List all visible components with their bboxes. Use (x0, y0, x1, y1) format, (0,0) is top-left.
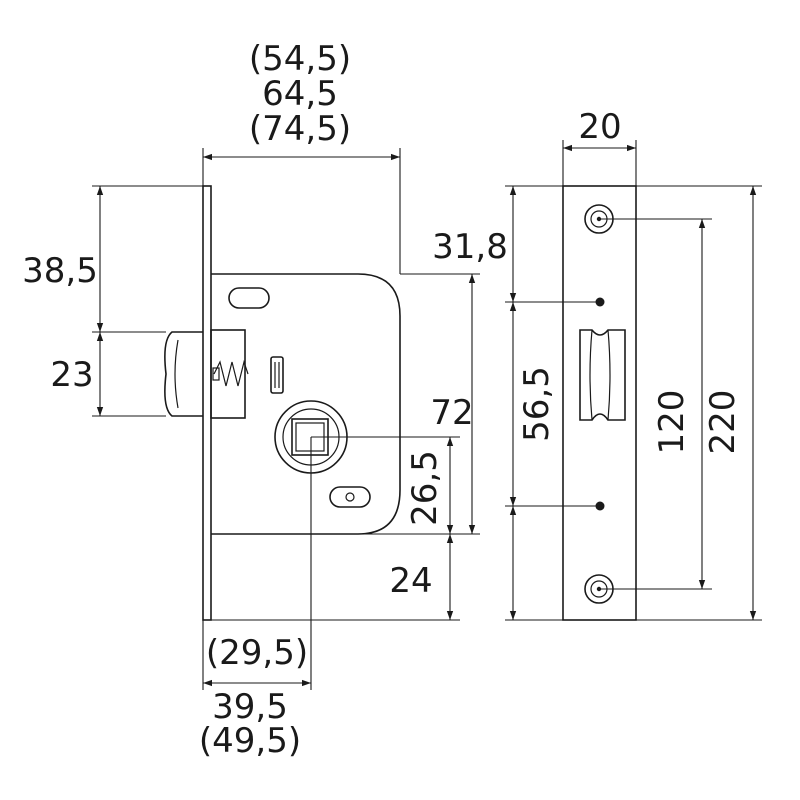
dim-backset-long: (74,5) (249, 109, 351, 149)
dim-follower-backset-long: (49,5) (199, 721, 301, 761)
forend-plate (202, 185, 212, 621)
dim-forend-height: 220 (703, 390, 743, 455)
dim-top-to-latch: 38,5 (22, 251, 98, 291)
forend-front-plate (562, 185, 637, 621)
dim-follower-backset: 39,5 (212, 687, 288, 727)
dim-case-top-offset: 31,8 (432, 227, 508, 267)
latch-bolt (164, 331, 203, 417)
forend-front-view (562, 185, 637, 621)
dim-backset: 64,5 (262, 74, 338, 114)
latch-opening (579, 329, 626, 421)
dim-case-height: 72 (430, 393, 473, 433)
dim-follower-height: 26,5 (405, 450, 445, 526)
upper-fixing-point (595, 297, 605, 307)
dim-backset-short: (54,5) (249, 39, 351, 79)
dim-screw-spacing: 120 (652, 390, 692, 455)
lower-fixing-point (595, 501, 605, 511)
dim-forend-width: 20 (578, 107, 621, 147)
dimension-labels: (54,5) 64,5 (74,5) 20 38,5 23 31,8 72 24… (22, 39, 743, 761)
top-fixing-slot (228, 287, 270, 309)
dim-latch-height: 23 (50, 355, 93, 395)
dim-follower-backset-short: (29,5) (206, 633, 308, 673)
dim-case-bottom-offset: 24 (389, 561, 432, 601)
lock-side-view (164, 185, 401, 621)
latch-spring (213, 359, 249, 387)
dimension-lines (92, 140, 762, 690)
lock-case (211, 273, 401, 535)
dim-fixing-spacing: 56,5 (517, 366, 557, 442)
bottom-fixing-slot (329, 486, 371, 508)
latch-housing (210, 329, 246, 419)
snib-slot (270, 356, 284, 394)
